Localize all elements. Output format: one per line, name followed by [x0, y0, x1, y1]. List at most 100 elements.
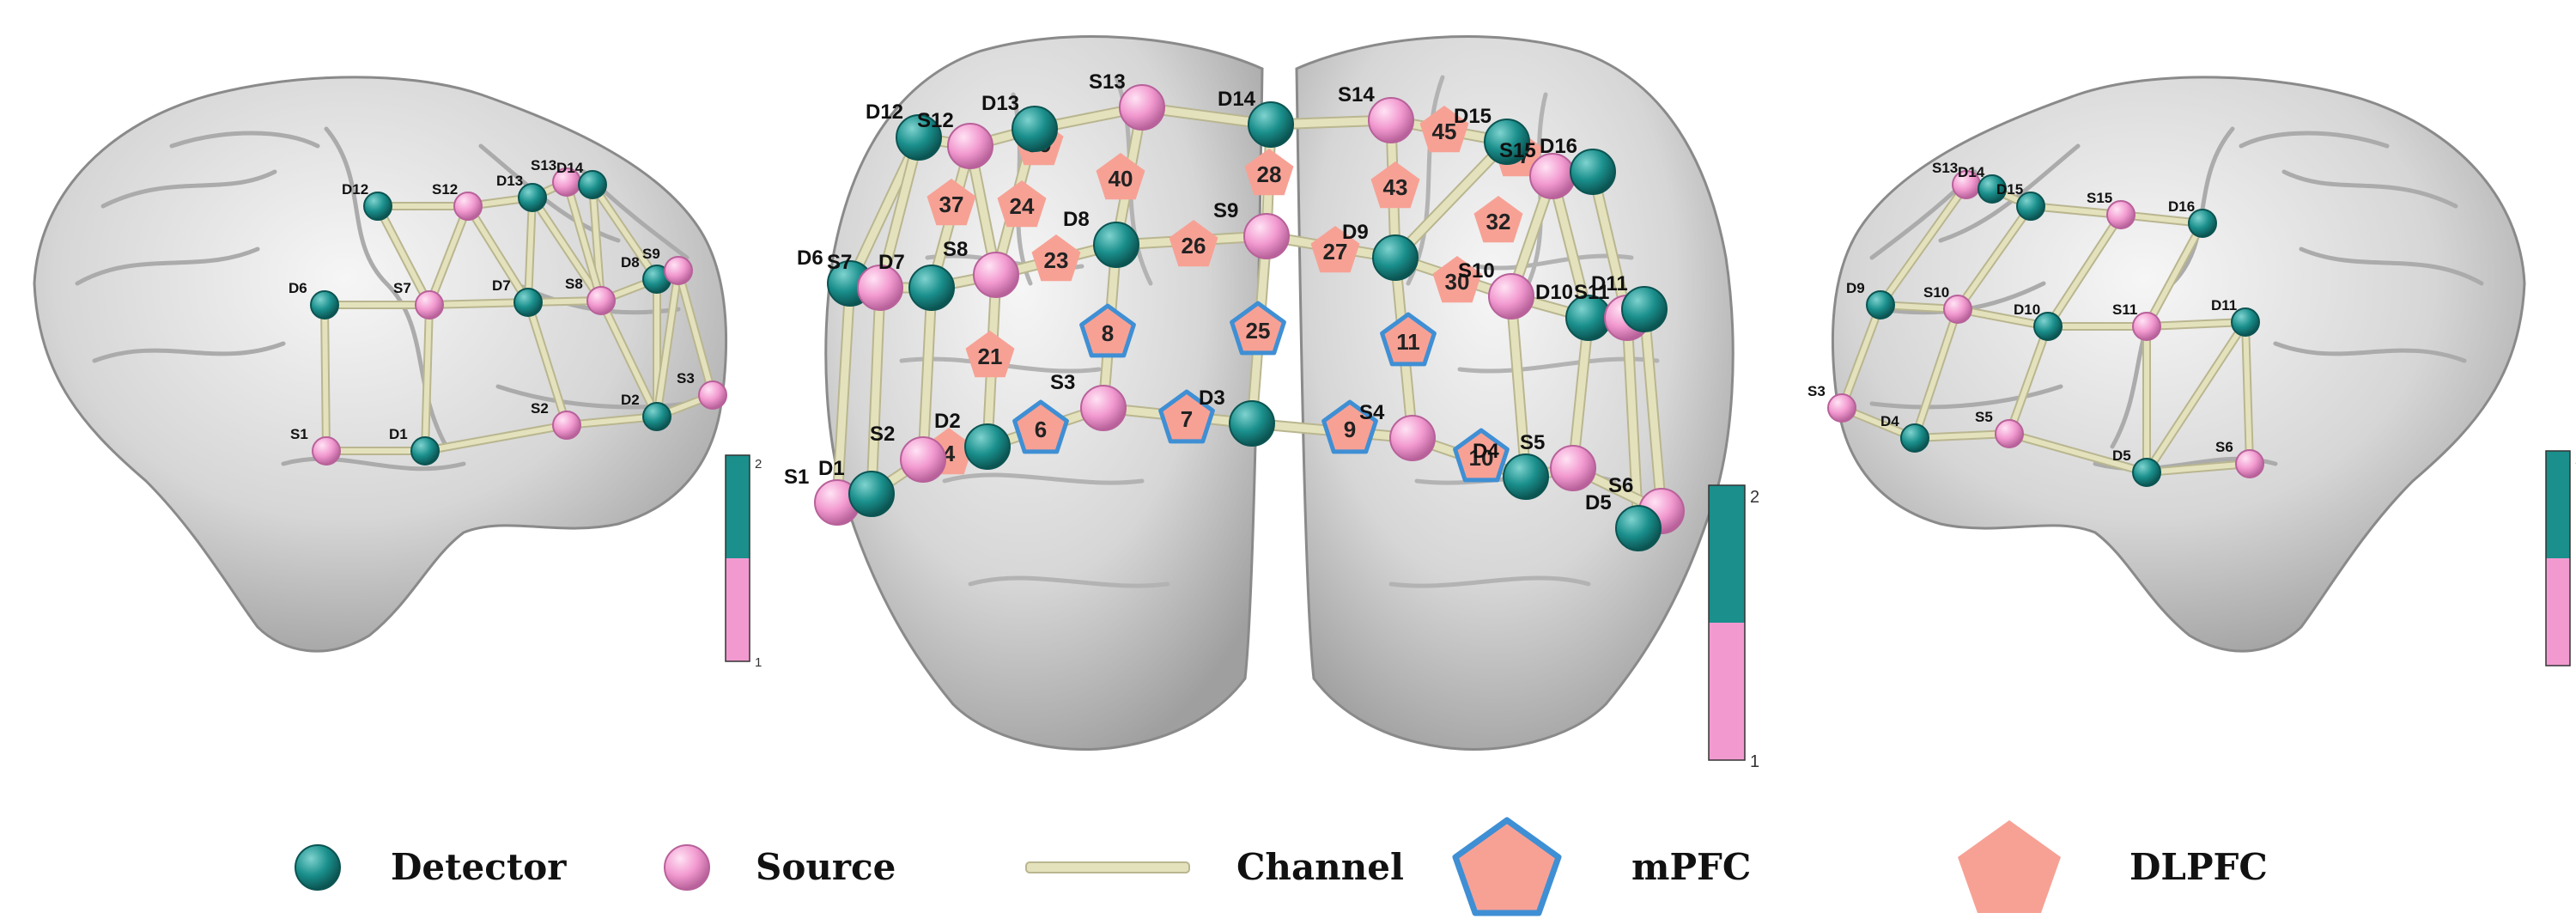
optode-label: D13 [496, 173, 523, 189]
detector-d8: D8 [1063, 208, 1139, 268]
colorbar-frame [2545, 450, 2571, 666]
source-s6: S6 [2215, 439, 2264, 478]
detector-d2: D2 [934, 410, 1011, 470]
channel-line-core-D6-S1 [322, 302, 329, 453]
optode-label: D7 [878, 251, 905, 274]
channel-line-core-D11-S6 [1640, 305, 1666, 515]
optode-label: D15 [1454, 105, 1492, 128]
mpfc-channel-8: 8 [1079, 303, 1136, 358]
channel-line-core-S15-D10 [1548, 172, 1593, 322]
detector-marker [1372, 234, 1419, 281]
detector-d11: D11 [1591, 272, 1668, 332]
channel-line-core-D7-S2 [919, 283, 936, 464]
optode-label: D12 [342, 181, 368, 198]
legend-channel-icon [1025, 861, 1190, 873]
dlpfc-channel-32: 32 [1473, 196, 1523, 243]
dlpfc-channel-24: 24 [997, 180, 1047, 228]
optode-label: S5 [1975, 409, 1993, 425]
brain-right-lateral [1831, 76, 2526, 653]
legend-dlpfc-label: DLPFC [2129, 846, 2268, 888]
channel-line-core-D11-S6 [2243, 320, 2252, 466]
source-s9: S9 [642, 246, 693, 285]
channel-line-core-D5-S6 [2144, 461, 2252, 475]
optode-label: S6 [2215, 439, 2233, 455]
colorbar-min-label: 1 [755, 655, 762, 670]
mpfc-channel-7: 7 [1158, 389, 1215, 444]
optode-label: S12 [432, 181, 458, 198]
channel-line-core-D12-S7 [375, 204, 432, 307]
optode-label: D1 [389, 426, 408, 442]
dlpfc-channel-43: 43 [1370, 161, 1420, 209]
detector-marker [1248, 101, 1294, 148]
optode-label: D11 [2211, 297, 2237, 313]
source-s5: S5 [1520, 431, 1596, 491]
optode-label: D16 [1540, 135, 1577, 158]
channel-number: 9 [1344, 417, 1356, 442]
source-s5: S5 [1975, 409, 2024, 448]
optode-label: D6 [797, 246, 823, 270]
channel-line-core-D15-S10 [1955, 204, 2033, 312]
dlpfc-channel-30: 30 [1432, 256, 1482, 303]
detector-marker [310, 290, 339, 320]
colorbar-high [1709, 485, 1745, 623]
source-marker [415, 290, 444, 320]
source-s9: S9 [1213, 199, 1290, 259]
source-marker [1119, 84, 1165, 131]
source-s1: S1 [290, 426, 341, 466]
channel-pentagon [1244, 149, 1294, 196]
channel-pentagon [1453, 428, 1510, 483]
source-marker [973, 252, 1019, 298]
legend-source-icon [664, 844, 710, 891]
channel-pentagon [1473, 196, 1523, 243]
source-s15: S15 [2087, 190, 2136, 229]
channel-line-core-D10-S5 [1569, 313, 1593, 472]
detector-marker [1229, 400, 1275, 447]
colorbar-low [2546, 558, 2570, 666]
colorbar-high [726, 455, 750, 558]
source-marker [900, 436, 946, 483]
source-marker [1550, 445, 1596, 491]
channel-number: 24 [1010, 193, 1035, 219]
detector-d11: D11 [2211, 297, 2260, 337]
channel-line-core-S10-D10 [1955, 307, 2050, 329]
optode-label: D10 [2014, 301, 2040, 318]
channel-line-core-S13-D9 [1878, 182, 1969, 307]
optode-label: S6 [1608, 474, 1633, 497]
source-s11: S11 [2112, 301, 2161, 341]
detector-d9: D9 [1846, 280, 1895, 320]
detector-marker [2231, 307, 2260, 337]
channel-number: 27 [1323, 239, 1348, 265]
source-marker [1368, 97, 1414, 143]
optode-label: D14 [1218, 88, 1256, 111]
channel-number: 10 [1469, 445, 1494, 471]
optode-label: D10 [1535, 281, 1573, 304]
channel-line-core-D16-S11 [2144, 221, 2205, 329]
optode-label: D14 [556, 160, 584, 176]
legend-mpfc-icon [1452, 817, 1562, 916]
source-marker [947, 123, 993, 169]
optode-label: D9 [1342, 221, 1369, 244]
source-marker [1488, 273, 1534, 320]
channel-pentagon [1419, 106, 1469, 153]
source-s12: S12 [432, 181, 483, 221]
detector-d10: D10 [2014, 301, 2063, 341]
channel-line-core-D13-S8 [530, 195, 604, 303]
detector-d7: D7 [492, 277, 543, 317]
brain-left-lateral [33, 76, 728, 653]
detector-d13: D13 [981, 92, 1058, 152]
optode-label: S13 [531, 157, 556, 173]
channel-line-core-D16-S11 [1589, 167, 1631, 322]
optode-label: S3 [677, 370, 695, 386]
optode-label: S14 [1338, 83, 1375, 107]
source-marker [1827, 393, 1856, 423]
legend-detector-label: Detector [391, 846, 567, 888]
detector-marker [1621, 286, 1668, 332]
optode-label: S8 [943, 238, 968, 261]
optode-label: S7 [393, 280, 411, 296]
optode-label: S5 [1520, 431, 1545, 454]
optode-label: D2 [621, 392, 640, 408]
channel-line-core-S9-S3 [676, 268, 715, 398]
optode-label: D7 [492, 277, 511, 294]
detector-marker [896, 114, 942, 161]
